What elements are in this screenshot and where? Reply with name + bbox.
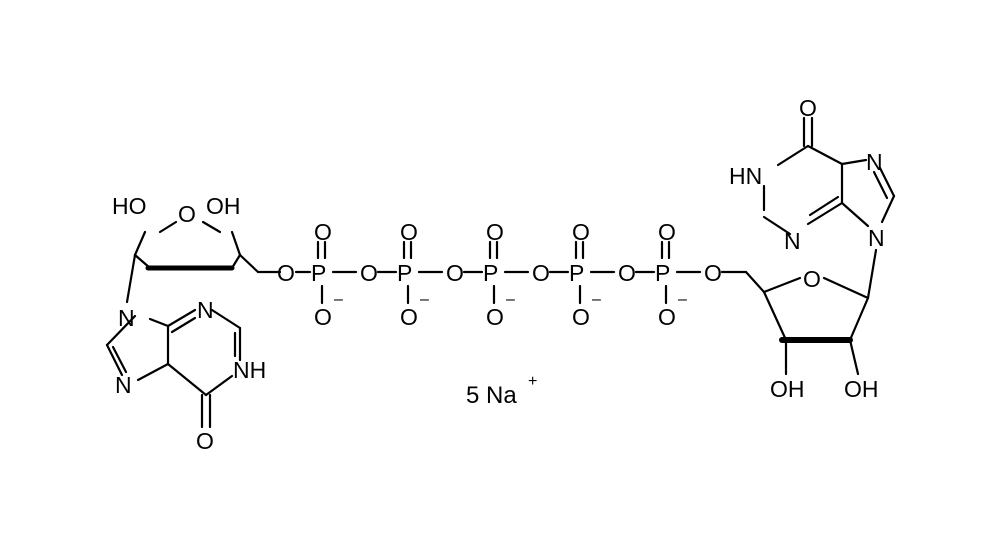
- phosphorus-4: P: [569, 260, 584, 286]
- bridge-o-6: O: [704, 260, 722, 286]
- oxo-o-2: O: [400, 219, 418, 245]
- phosphate-4: P O O –: [548, 219, 616, 330]
- charge-3: –: [506, 291, 515, 308]
- left-sugar-bonds: [125, 220, 282, 304]
- right-base-bonds: [762, 116, 896, 236]
- sodium-charge-label: +: [528, 373, 537, 390]
- left-ring-oxygen-label: O: [178, 201, 196, 227]
- phosphate-3: P O O –: [462, 219, 530, 330]
- left-nh-label: NH: [233, 357, 266, 383]
- bridge-o-2: O: [360, 260, 378, 286]
- bridge-o-5: O: [618, 260, 636, 286]
- phosphorus-2: P: [397, 260, 412, 286]
- right-n9-label: N: [868, 225, 885, 251]
- right-hn-label: HN: [729, 163, 762, 189]
- phosphorus-3: P: [483, 260, 498, 286]
- phosphate-2: P O O –: [376, 219, 444, 330]
- charge-1: –: [334, 291, 343, 308]
- left-n7-label: N: [115, 372, 132, 398]
- charge-2: –: [420, 291, 429, 308]
- oxo-o-5: O: [658, 219, 676, 245]
- right-nucleoside: O OH OH O HN N N N: [720, 95, 896, 402]
- left-oh-label: OH: [206, 193, 241, 219]
- right-n3-label: N: [784, 228, 801, 254]
- bridge-o-4: O: [532, 260, 550, 286]
- bridge-o-1: O: [277, 260, 295, 286]
- oxo-o-3: O: [486, 219, 504, 245]
- right-carbonyl-o-label: O: [799, 95, 817, 121]
- left-carbonyl-o-label: O: [196, 428, 214, 454]
- oxo-o-4: O: [572, 219, 590, 245]
- phosphate-1: P O O –: [294, 219, 358, 330]
- bridge-o-3: O: [446, 260, 464, 286]
- left-n3-label: N: [197, 297, 214, 323]
- anion-o-5: O: [658, 304, 676, 330]
- anion-o-4: O: [572, 304, 590, 330]
- anion-o-2: O: [400, 304, 418, 330]
- phosphate-chain: O P O O – O P O O – O P: [277, 219, 722, 330]
- left-n9-label: N: [118, 305, 135, 331]
- phosphorus-5: P: [655, 260, 670, 286]
- anion-o-1: O: [314, 304, 332, 330]
- right-oh-2-label: OH: [844, 376, 879, 402]
- charge-4: –: [592, 291, 601, 308]
- left-nucleoside: HO O OH N N N NH O: [105, 193, 282, 454]
- right-oh-3-label: OH: [770, 376, 805, 402]
- counterion: 5 Na +: [466, 373, 537, 409]
- sodium-counterion-label: 5 Na: [466, 382, 517, 409]
- right-ring-oxygen-label: O: [803, 266, 821, 292]
- right-sugar-bonds: [720, 248, 878, 376]
- right-n7-label: N: [866, 149, 883, 175]
- oxo-o-1: O: [314, 219, 332, 245]
- left-ho-label: HO: [112, 193, 147, 219]
- phosphorus-1: P: [311, 260, 326, 286]
- charge-5: –: [678, 291, 687, 308]
- left-base-bonds: [105, 308, 242, 429]
- anion-o-3: O: [486, 304, 504, 330]
- phosphate-5: P O O –: [634, 219, 702, 330]
